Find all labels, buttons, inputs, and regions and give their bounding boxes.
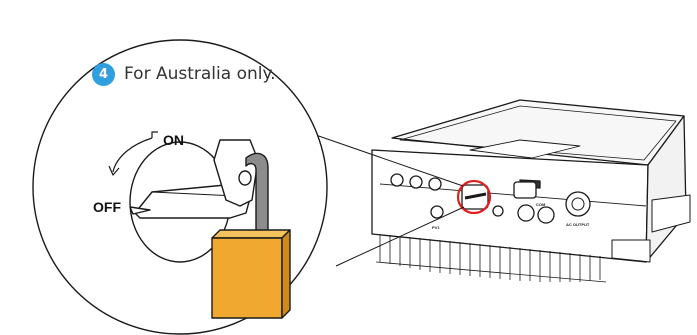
padlock-front	[212, 238, 282, 318]
inverter-front-panel	[372, 150, 648, 262]
inverter-bracket	[652, 195, 690, 232]
switch-off-label: OFF	[93, 199, 121, 215]
pv-connector-4	[431, 206, 443, 218]
com-port-round-2	[538, 207, 554, 223]
pv-connector-3	[429, 178, 441, 190]
lock-bracket-hole	[239, 171, 251, 185]
com-label: COM	[536, 202, 546, 207]
ac-output-connector-inner	[572, 198, 584, 210]
inverter-unit: PV1 COM AC OUTPUT	[372, 100, 690, 282]
pv-connector-1	[391, 174, 403, 186]
switch-on-label: ON	[163, 132, 184, 148]
ac-output-label: AC OUTPUT	[566, 222, 590, 227]
com-port-usb	[514, 182, 536, 198]
step-caption: For Australia only.	[124, 62, 276, 86]
com-port-round-1	[518, 205, 534, 221]
com-port-round-3	[493, 206, 503, 216]
inverter-bracket-foot	[612, 240, 650, 262]
pv-connector-2	[410, 176, 422, 188]
padlock-body	[212, 230, 290, 238]
padlock-side	[282, 230, 290, 318]
step-number-badge: 4	[92, 63, 115, 86]
pv-label: PV1	[432, 225, 440, 230]
